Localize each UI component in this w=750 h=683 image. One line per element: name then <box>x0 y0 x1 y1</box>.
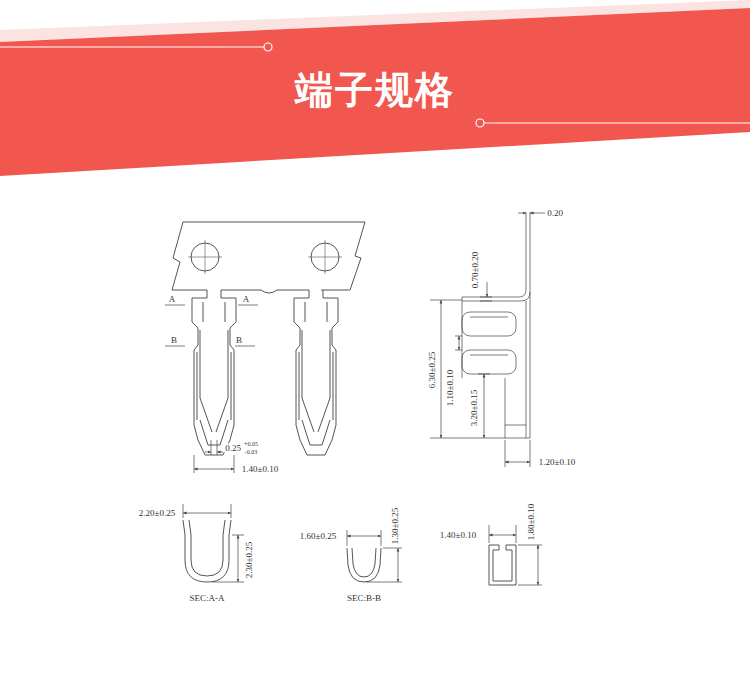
carrier-strip <box>172 222 365 293</box>
dimension-label: 1.80±0.10 <box>527 503 536 541</box>
dimension-label: 1.40±0.10 <box>439 531 477 540</box>
section-marker: B <box>170 336 178 345</box>
terminal-front <box>294 290 338 455</box>
dimension-label: 3.20±0.15 <box>470 389 479 427</box>
dimension-label: +0.05 <box>243 441 259 447</box>
terminal-front <box>192 290 236 455</box>
dimension-label: 6.30±0.25 <box>428 351 437 389</box>
section-marker: A <box>168 295 177 304</box>
dimension-label: 2.30±0.25 <box>245 541 254 579</box>
dimension-label: 2.20±0.25 <box>138 509 176 518</box>
dimension-label: 1.30±0.25 <box>391 507 400 545</box>
banner-line <box>484 122 750 123</box>
dimension-label: 0.25 <box>224 444 242 453</box>
dimension-label: 1.40±0.10 <box>241 465 279 474</box>
dimension-label: 1.20±0.10 <box>538 458 576 467</box>
dimension-label: 0.20 <box>546 209 564 218</box>
banner-line <box>0 46 264 47</box>
dimension-label: -0.03 <box>244 449 259 455</box>
dimension-label: 1.10±0.10 <box>446 369 455 407</box>
section-marker: A <box>242 295 251 304</box>
section-label: SEC:B-B <box>346 594 382 603</box>
dimension-label: 0.70±0.20 <box>471 251 480 289</box>
banner-dot <box>476 119 484 127</box>
title-banner <box>0 8 750 176</box>
dimension-label: 1.60±0.25 <box>299 532 337 541</box>
banner-dot <box>264 43 272 51</box>
section-marker: B <box>235 336 243 345</box>
page-title: 端子规格 <box>295 65 455 116</box>
dimension-lines <box>165 212 545 585</box>
section-label: SEC:A-A <box>188 594 225 603</box>
